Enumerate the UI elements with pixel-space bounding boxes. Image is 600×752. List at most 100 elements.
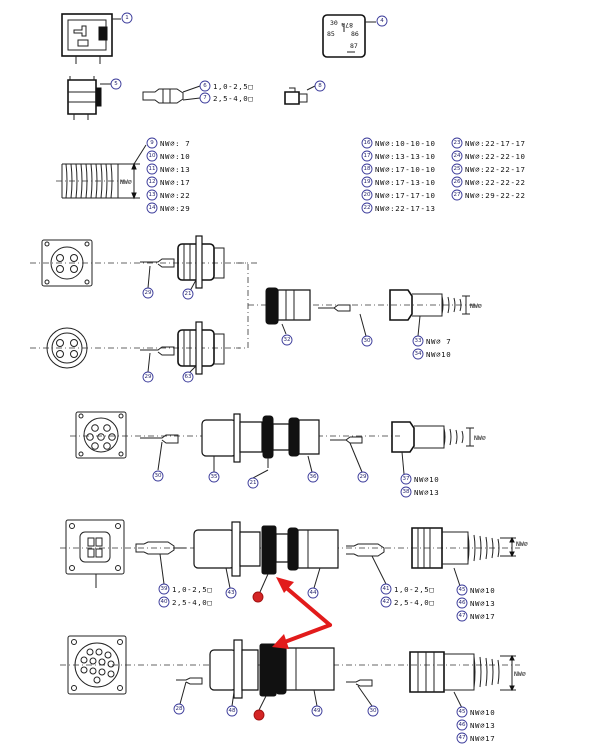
svg-text:NW∅:22: NW∅:22	[160, 191, 190, 200]
callout-6: 6	[199, 80, 211, 92]
callout-30-row6: 30	[367, 705, 379, 717]
svg-text:18: 18	[364, 166, 371, 172]
svg-text:NW∅:17-10-10: NW∅:17-10-10	[375, 165, 436, 174]
svg-text:28: 28	[176, 706, 183, 712]
svg-text:9: 9	[150, 140, 154, 146]
seal-code-list-a: 16 NW∅:10-10-10 17 NW∅:13-13-10 18 NW∅:1…	[361, 137, 436, 214]
row6-size-46: NW∅13	[470, 721, 495, 730]
svg-text:13: 13	[149, 192, 156, 198]
svg-text:NW∅:13: NW∅:13	[160, 165, 190, 174]
svg-text:1: 1	[125, 15, 129, 21]
svg-text:25: 25	[454, 166, 461, 172]
svg-text:87a: 87a	[341, 21, 353, 29]
svg-text:47: 47	[459, 613, 466, 619]
svg-text:36: 36	[310, 474, 317, 480]
callout-47-row5: 47	[456, 610, 468, 622]
callout-47-row6: 47	[456, 732, 468, 744]
svg-text:NW∅:10-10-10: NW∅:10-10-10	[375, 139, 436, 148]
svg-text:46: 46	[459, 722, 466, 728]
svg-text:40: 40	[161, 599, 168, 605]
wire-range-41: 1,0-2,5□	[394, 585, 434, 594]
callout-49: 49	[311, 705, 323, 717]
svg-text:38: 38	[403, 489, 410, 495]
callout-44: 44	[307, 587, 319, 599]
relay-part: 30 85 86 87 87a	[322, 14, 376, 58]
row5-size-46: NW∅13	[470, 599, 495, 608]
callout-34: 34	[412, 348, 424, 360]
svg-text:43: 43	[228, 590, 235, 596]
svg-text:NW∅:29-22-22: NW∅:29-22-22	[465, 191, 526, 200]
callout-37: 37	[400, 473, 412, 485]
seal-code-list-b: 23 NW∅:22-17-17 24 NW∅:22-22-10 25 NW∅:2…	[451, 137, 526, 201]
wire-range-39: 1,0-2,5□	[172, 585, 212, 594]
svg-text:NW∅:17-17-10: NW∅:17-17-10	[375, 191, 436, 200]
row6-size-45: NW∅10	[470, 708, 495, 717]
svg-text:NW∅: NW∅	[516, 540, 528, 548]
svg-text:NW∅:10: NW∅:10	[160, 152, 190, 161]
svg-text:86: 86	[351, 30, 359, 38]
callout-30-row3: 30	[361, 335, 373, 347]
svg-text:11: 11	[149, 166, 156, 172]
svg-text:46: 46	[459, 600, 466, 606]
callout-63: 63	[182, 371, 194, 383]
svg-text:45: 45	[459, 587, 466, 593]
svg-text:23: 23	[454, 140, 461, 146]
callout-8: 8	[314, 80, 326, 92]
svg-text:45: 45	[459, 709, 466, 715]
svg-text:NW∅:17: NW∅:17	[160, 178, 190, 187]
highlighted-callout-lower	[253, 709, 265, 721]
svg-text:NW∅:22-17-13: NW∅:22-17-13	[375, 204, 436, 213]
svg-text:29: 29	[145, 374, 152, 380]
svg-text:32: 32	[284, 337, 291, 343]
relay-base-part	[67, 76, 111, 120]
svg-text:NW∅: NW∅	[470, 302, 482, 310]
relay-socket-part	[61, 13, 121, 64]
svg-text:34: 34	[415, 351, 422, 357]
callout-29-row4: 29	[357, 471, 369, 483]
svg-text:14: 14	[149, 205, 156, 211]
svg-text:21: 21	[250, 480, 257, 486]
wire-range-42: 2,5-4,0□	[394, 598, 434, 607]
callout-39: 39	[158, 583, 170, 595]
svg-text:NW∅: NW∅	[474, 434, 486, 442]
svg-text:NW∅:13-13-10: NW∅:13-13-10	[375, 152, 436, 161]
callout-29-lower: 29	[142, 371, 154, 383]
svg-text:4: 4	[380, 18, 384, 24]
svg-text:19: 19	[364, 179, 371, 185]
svg-text:NW∅: NW∅	[120, 178, 132, 186]
svg-text:85: 85	[327, 30, 335, 38]
svg-text:17: 17	[364, 153, 371, 159]
row4-size-38: NW∅13	[414, 488, 439, 497]
svg-text:26: 26	[454, 179, 461, 185]
svg-text:6: 6	[203, 83, 207, 89]
svg-text:5: 5	[114, 81, 118, 87]
four-pin-connector-assembly: NW∅	[30, 235, 482, 375]
callout-45-row6: 45	[456, 706, 468, 718]
wire-range-7: 2,5-4,0□	[213, 94, 253, 103]
svg-text:10: 10	[149, 153, 156, 159]
callout-43: 43	[225, 587, 237, 599]
svg-text:48: 48	[229, 708, 236, 714]
row3-size-34: NW∅10	[426, 350, 451, 359]
callout-5: 5	[110, 78, 122, 90]
callout-38: 38	[400, 486, 412, 498]
svg-text:27: 27	[454, 192, 461, 198]
svg-text:NW∅:29: NW∅:29	[160, 204, 190, 213]
wire-range-40: 2,5-4,0□	[172, 598, 212, 607]
svg-text:NW∅:22-22-17: NW∅:22-22-17	[465, 165, 526, 174]
row3-size-33: NW∅ 7	[426, 337, 451, 346]
callout-1: 1	[121, 12, 133, 24]
callout-45-row5: 45	[456, 584, 468, 596]
callout-40: 40	[158, 596, 170, 608]
svg-text:NW∅: NW∅	[514, 670, 526, 678]
callout-33: 33	[412, 335, 424, 347]
corrugated-bellows-part: NW∅	[56, 144, 147, 200]
svg-text:12: 12	[149, 179, 156, 185]
flat-terminal-part	[142, 85, 201, 104]
svg-text:8: 8	[318, 83, 322, 89]
svg-text:29: 29	[360, 474, 367, 480]
seven-pin-connector-assembly: NW∅	[70, 411, 486, 479]
svg-text:7: 7	[203, 95, 207, 101]
row5-size-47: NW∅17	[470, 612, 495, 621]
callout-46-row5: 46	[456, 597, 468, 609]
